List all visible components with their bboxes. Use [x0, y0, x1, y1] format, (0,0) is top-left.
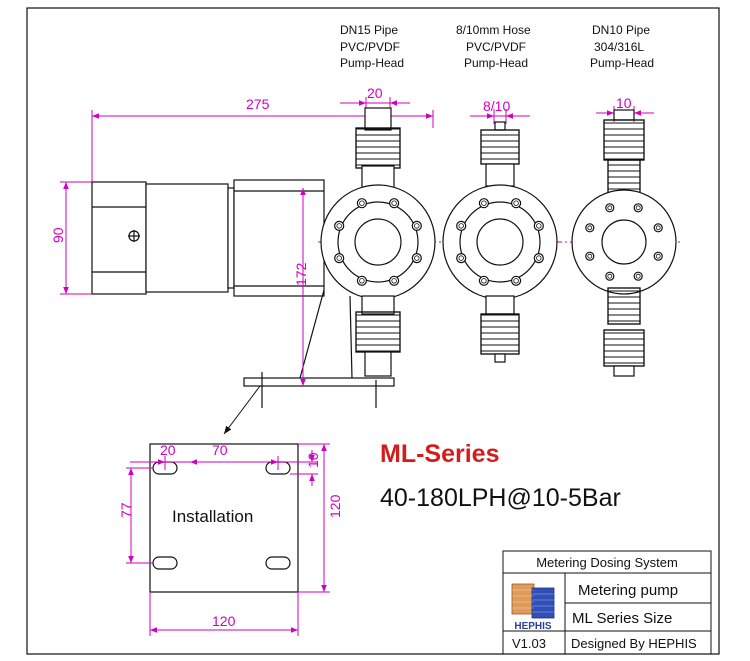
dim-plate-10: 10 — [305, 452, 321, 468]
bolt-center — [587, 225, 593, 231]
bolt-center — [391, 278, 397, 284]
title-block — [502, 550, 712, 655]
dim-plate-120-v: 120 — [327, 494, 343, 518]
bolt-center — [458, 223, 464, 229]
head1-line2: PVC/PVDF — [340, 40, 400, 54]
dim-90: 90 — [50, 227, 66, 243]
bolt-icon — [456, 220, 467, 231]
bolt-center — [414, 223, 420, 229]
pump-head-dn10 — [571, 109, 677, 377]
bolt-icon — [605, 271, 615, 281]
dim-plate-77: 77 — [118, 502, 134, 518]
bolt-center — [458, 255, 464, 261]
bolt-center — [513, 278, 519, 284]
bolt-center — [481, 278, 487, 284]
bolt-icon — [510, 198, 522, 209]
bolt-icon — [653, 223, 663, 233]
head2-line2: PVC/PVDF — [466, 40, 526, 54]
head1-line3: Pump-Head — [340, 56, 404, 70]
bolt-icon — [389, 198, 400, 209]
dim-plate-70: 70 — [212, 442, 228, 458]
bolt-icon — [478, 275, 489, 286]
bolt-center — [635, 205, 641, 211]
dim-head3: 10 — [616, 95, 632, 111]
installation-leader — [223, 385, 261, 435]
bolt-icon — [478, 198, 489, 209]
mount-slot — [265, 556, 291, 570]
dimension-motor-height — [60, 181, 92, 295]
tb-product: Metering pump — [578, 582, 678, 599]
drawing-frame — [26, 7, 720, 655]
bolt-icon — [585, 223, 595, 233]
bolt-icon — [411, 220, 422, 231]
bolt-center — [655, 225, 661, 231]
dim-275: 275 — [246, 96, 270, 112]
dim-head1: 20 — [367, 85, 383, 101]
bolt-center — [359, 200, 365, 206]
bolt-icon — [633, 271, 643, 281]
bolt-icon — [411, 253, 422, 264]
bolt-icon — [533, 220, 544, 231]
head3-line2: 304/316L — [594, 40, 644, 54]
bolt-center — [587, 253, 593, 259]
bolt-center — [635, 273, 641, 279]
bolt-center — [359, 278, 365, 284]
head1-line1: DN15 Pipe — [340, 23, 398, 37]
pump-head-dn15 — [320, 107, 436, 377]
tb-system: Metering Dosing System — [536, 555, 678, 570]
bolt-icon — [533, 253, 544, 264]
bolt-center — [655, 253, 661, 259]
installation-label: Installation — [172, 507, 253, 526]
bolt-center — [536, 255, 542, 261]
bolt-center — [414, 255, 420, 261]
tb-version: V1.03 — [512, 636, 546, 651]
dim-plate-20: 20 — [160, 442, 176, 458]
series-spec: 40-180LPH@10-5Bar — [380, 484, 621, 512]
bolt-center — [391, 200, 397, 206]
bolt-icon — [605, 203, 615, 213]
bolt-center — [336, 223, 342, 229]
bolt-icon — [585, 251, 595, 261]
bolt-center — [536, 223, 542, 229]
bolt-center — [607, 205, 613, 211]
bolt-center — [336, 255, 342, 261]
head3-line1: DN10 Pipe — [592, 23, 650, 37]
bolt-icon — [356, 198, 367, 209]
head3-line3: Pump-Head — [590, 56, 654, 70]
dim-plate-120-h: 120 — [212, 613, 236, 629]
bolt-icon — [456, 253, 467, 264]
dim-head2: 8/10 — [483, 98, 510, 114]
bolt-icon — [334, 220, 345, 231]
logo-text: HEPHIS — [514, 621, 552, 632]
plate-dimensions — [126, 443, 330, 636]
series-title: ML-Series — [380, 440, 499, 468]
bolt-center — [481, 200, 487, 206]
head-bolts — [334, 198, 663, 286]
hephis-logo: HEPHIS — [511, 583, 555, 632]
pump-head-hose — [442, 121, 558, 363]
head2-line1: 8/10mm Hose — [456, 23, 531, 37]
head2-line3: Pump-Head — [464, 56, 528, 70]
bolt-icon — [633, 203, 643, 213]
motor — [91, 179, 325, 297]
pump-head-labels: DN15 Pipe PVC/PVDF Pump-Head 8/10mm Hose… — [340, 23, 654, 70]
bolt-icon — [510, 275, 522, 286]
bolt-icon — [389, 275, 400, 286]
crosshair-icon — [128, 230, 140, 242]
dimension-head2 — [470, 109, 530, 124]
bolt-icon — [653, 251, 663, 261]
dim-172: 172 — [293, 262, 309, 286]
mounting-plate — [149, 443, 299, 593]
tb-size: ML Series Size — [572, 610, 672, 627]
bolt-center — [607, 273, 613, 279]
bolt-center — [513, 200, 519, 206]
bolt-icon — [356, 275, 367, 286]
tb-designer: Designed By HEPHIS — [571, 636, 697, 651]
bolt-icon — [334, 253, 345, 264]
